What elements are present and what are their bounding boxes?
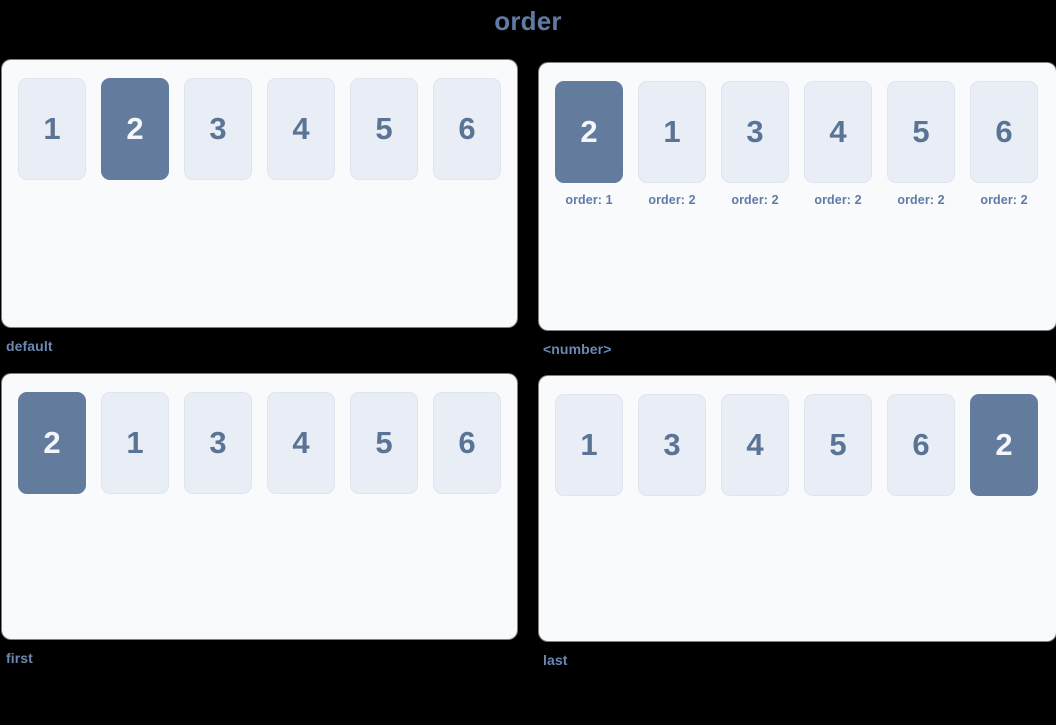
panel-caption-number: <number> xyxy=(543,341,612,357)
flex-item-box[interactable]: 4 xyxy=(804,81,872,183)
flex-item-box[interactable]: 4 xyxy=(267,392,335,494)
flex-item-box[interactable]: 6 xyxy=(970,81,1038,183)
flex-item-box-highlighted[interactable]: 2 xyxy=(18,392,86,494)
panel-caption-last: last xyxy=(543,652,568,668)
flex-item: 5 xyxy=(350,392,418,494)
flex-item-box[interactable]: 3 xyxy=(184,78,252,180)
flex-item-order-note: order: 1 xyxy=(565,193,613,207)
flex-item-box[interactable]: 3 xyxy=(638,394,706,496)
flex-item-box-highlighted[interactable]: 2 xyxy=(101,78,169,180)
flex-item-box[interactable]: 5 xyxy=(350,392,418,494)
flex-item: 1 order: 2 xyxy=(638,81,706,207)
page-title: order xyxy=(494,6,562,36)
flex-item: 4 xyxy=(721,394,789,496)
flex-item-box[interactable]: 6 xyxy=(433,392,501,494)
flex-item-box[interactable]: 5 xyxy=(887,81,955,183)
flex-item-box[interactable]: 1 xyxy=(555,394,623,496)
flex-item: 2 xyxy=(101,78,169,180)
flex-item-order-note: order: 2 xyxy=(897,193,945,207)
panel-caption-default: default xyxy=(6,338,53,354)
flex-item-box[interactable]: 4 xyxy=(721,394,789,496)
flex-item-order-note: order: 2 xyxy=(648,193,696,207)
flex-item: 3 xyxy=(638,394,706,496)
flex-item: 6 xyxy=(433,392,501,494)
flex-item: 6 xyxy=(887,394,955,496)
flex-item: 2 order: 1 xyxy=(555,81,623,207)
flex-item-box[interactable]: 4 xyxy=(267,78,335,180)
flex-item-order-note: order: 2 xyxy=(980,193,1028,207)
flex-item-box[interactable]: 1 xyxy=(638,81,706,183)
flex-item: 4 xyxy=(267,78,335,180)
flex-item-box[interactable]: 3 xyxy=(721,81,789,183)
flex-item-box[interactable]: 3 xyxy=(184,392,252,494)
panel-number: 2 order: 1 1 order: 2 3 order: 2 4 order: 2 5 ord… xyxy=(539,63,1056,330)
flex-item: 1 xyxy=(18,78,86,180)
flex-item-order-note: order: 2 xyxy=(814,193,862,207)
demo-cell-number: 2 order: 1 1 order: 2 3 order: 2 4 order: 2 5 ord… xyxy=(539,63,1056,357)
flex-item: 5 xyxy=(804,394,872,496)
flex-item: 1 xyxy=(101,392,169,494)
flex-item: 2 xyxy=(970,394,1038,496)
flex-item: 6 order: 2 xyxy=(970,81,1038,207)
flex-item-order-note: order: 2 xyxy=(731,193,779,207)
flex-item-box[interactable]: 1 xyxy=(18,78,86,180)
flex-item-box[interactable]: 1 xyxy=(101,392,169,494)
flex-item: 3 xyxy=(184,392,252,494)
flex-item: 1 xyxy=(555,394,623,496)
flex-item: 6 xyxy=(433,78,501,180)
flex-item: 4 xyxy=(267,392,335,494)
flex-item: 3 xyxy=(184,78,252,180)
panel-caption-first: first xyxy=(6,650,33,666)
flex-item: 4 order: 2 xyxy=(804,81,872,207)
flex-item-box-highlighted[interactable]: 2 xyxy=(555,81,623,183)
flex-item: 3 order: 2 xyxy=(721,81,789,207)
flex-item: 2 xyxy=(18,392,86,494)
flex-item: 5 order: 2 xyxy=(887,81,955,207)
flex-item-box[interactable]: 5 xyxy=(804,394,872,496)
flex-item-box[interactable]: 6 xyxy=(433,78,501,180)
flex-item-box-highlighted[interactable]: 2 xyxy=(970,394,1038,496)
flex-item-box[interactable]: 6 xyxy=(887,394,955,496)
flex-item-box[interactable]: 5 xyxy=(350,78,418,180)
flex-item: 5 xyxy=(350,78,418,180)
